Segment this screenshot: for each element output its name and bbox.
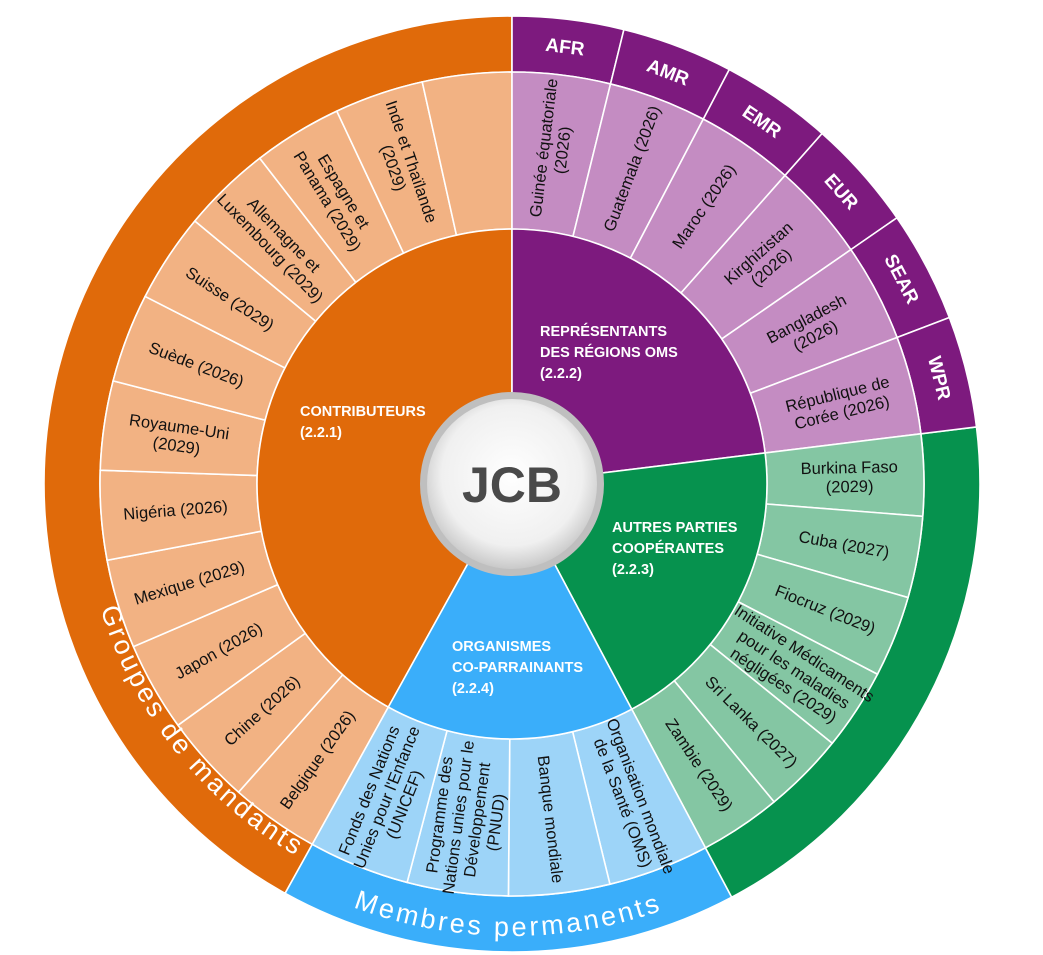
sector-organismes (387, 482, 633, 740)
group-title-contributeurs: CONTRIBUTEURS(2.2.1) (300, 404, 426, 441)
center-label: JCB (462, 457, 562, 513)
sector-contributeurs (256, 228, 513, 709)
region-code-afr: AFR (544, 35, 586, 61)
center-hub: JCB (420, 392, 604, 576)
partie-label-burkina-faso-2029: Burkina Faso(2029) (800, 458, 898, 497)
hub-disc (427, 399, 597, 569)
